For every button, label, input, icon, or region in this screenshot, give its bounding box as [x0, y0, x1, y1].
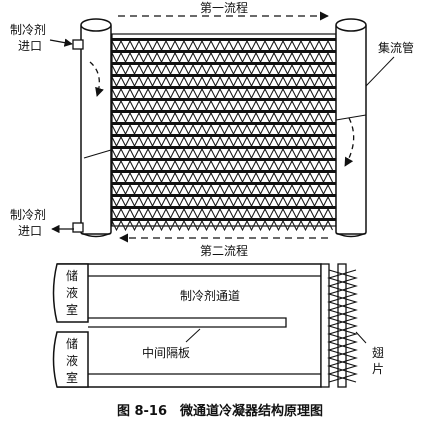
fin-zigzag-row: [111, 87, 333, 100]
fin-zigzag-row: [111, 219, 333, 232]
header-tube-label: 集流管: [378, 40, 414, 55]
flat-tube: [112, 98, 336, 101]
fin-zigzag-row: [111, 183, 333, 196]
receiver-top: [52, 263, 89, 323]
fin-zigzag-row: [111, 51, 333, 64]
inlet-top-label-line1: 制冷剂: [10, 22, 46, 37]
header-tube-leader: [365, 56, 395, 87]
receiver-top-char-1: 储: [66, 268, 78, 283]
inlet-connector-top: [72, 39, 84, 50]
tube-structure: [57, 263, 322, 388]
fin-zigzag-line: [327, 269, 358, 383]
right-header-tube: [335, 18, 367, 238]
flat-tube: [112, 182, 336, 185]
left-header-flow-arrow: [89, 61, 104, 97]
fin-label-line2: 片: [372, 362, 384, 376]
flat-tube: [112, 62, 336, 65]
fin-zigzag-row: [111, 147, 333, 160]
receiver-bottom-char-1: 储: [66, 336, 78, 351]
inlet-bottom-label-line1: 制冷剂: [10, 207, 46, 222]
fin-leader: [355, 331, 367, 344]
fin-zigzag-row: [111, 207, 333, 220]
flat-tube: [112, 218, 336, 221]
flat-tube: [112, 122, 336, 125]
inlet-bottom-label-line2: 进口: [18, 224, 42, 238]
flat-tube: [112, 110, 336, 113]
fin-zigzag-row: [111, 123, 333, 136]
fin-label-line1: 翅: [372, 345, 384, 360]
fin-zigzag-row: [111, 111, 333, 124]
fin-zigzag-row: [111, 159, 333, 172]
figure-caption: 图 8-16 微通道冷凝器结构原理图: [117, 403, 323, 419]
flat-tube: [112, 74, 336, 77]
flat-tube: [112, 206, 336, 209]
right-header-flow-arrow: [344, 117, 355, 167]
flat-tube: [112, 38, 336, 41]
fin-core: [111, 33, 337, 232]
fin-zigzag-row: [111, 63, 333, 76]
middle-partition-leader: [185, 328, 201, 343]
inlet-top-label-line2: 进口: [18, 39, 42, 53]
left-header-tube: [80, 18, 112, 238]
fin-rows: [111, 38, 336, 232]
fin-zigzag-row: [111, 99, 333, 112]
inlet-top-arrow: [49, 38, 73, 47]
flat-tube: [112, 86, 336, 89]
fin-zigzag: [327, 269, 358, 383]
fin-zigzag-row: [111, 75, 333, 88]
flat-tube: [112, 134, 336, 137]
inlet-connector-bottom: [72, 222, 84, 233]
fin-zigzag-row: [111, 195, 333, 208]
receiver-bottom: [52, 331, 89, 388]
fin-zigzag-row: [111, 39, 333, 52]
flat-tube: [112, 194, 336, 197]
flat-tube: [112, 50, 336, 53]
bottom-flow-label: 第二流程: [200, 243, 248, 258]
receiver-bottom-char-2: 液: [66, 353, 78, 368]
fin-zigzag-row: [111, 171, 333, 184]
receiver-top-char-3: 室: [66, 302, 78, 317]
top-flow-label: 第一流程: [200, 0, 248, 15]
flat-tube: [112, 170, 336, 173]
fin-zigzag-row: [111, 135, 333, 148]
refrigerant-channel-label: 制冷剂通道: [180, 288, 240, 303]
fin-zigzag-line: [327, 269, 358, 383]
middle-partition: [88, 317, 287, 328]
flat-tube: [112, 146, 336, 149]
flat-tube: [112, 158, 336, 161]
receiver-bottom-char-3: 室: [66, 370, 78, 385]
middle-partition-label: 中间隔板: [142, 345, 190, 360]
receiver-top-char-2: 液: [66, 285, 78, 300]
